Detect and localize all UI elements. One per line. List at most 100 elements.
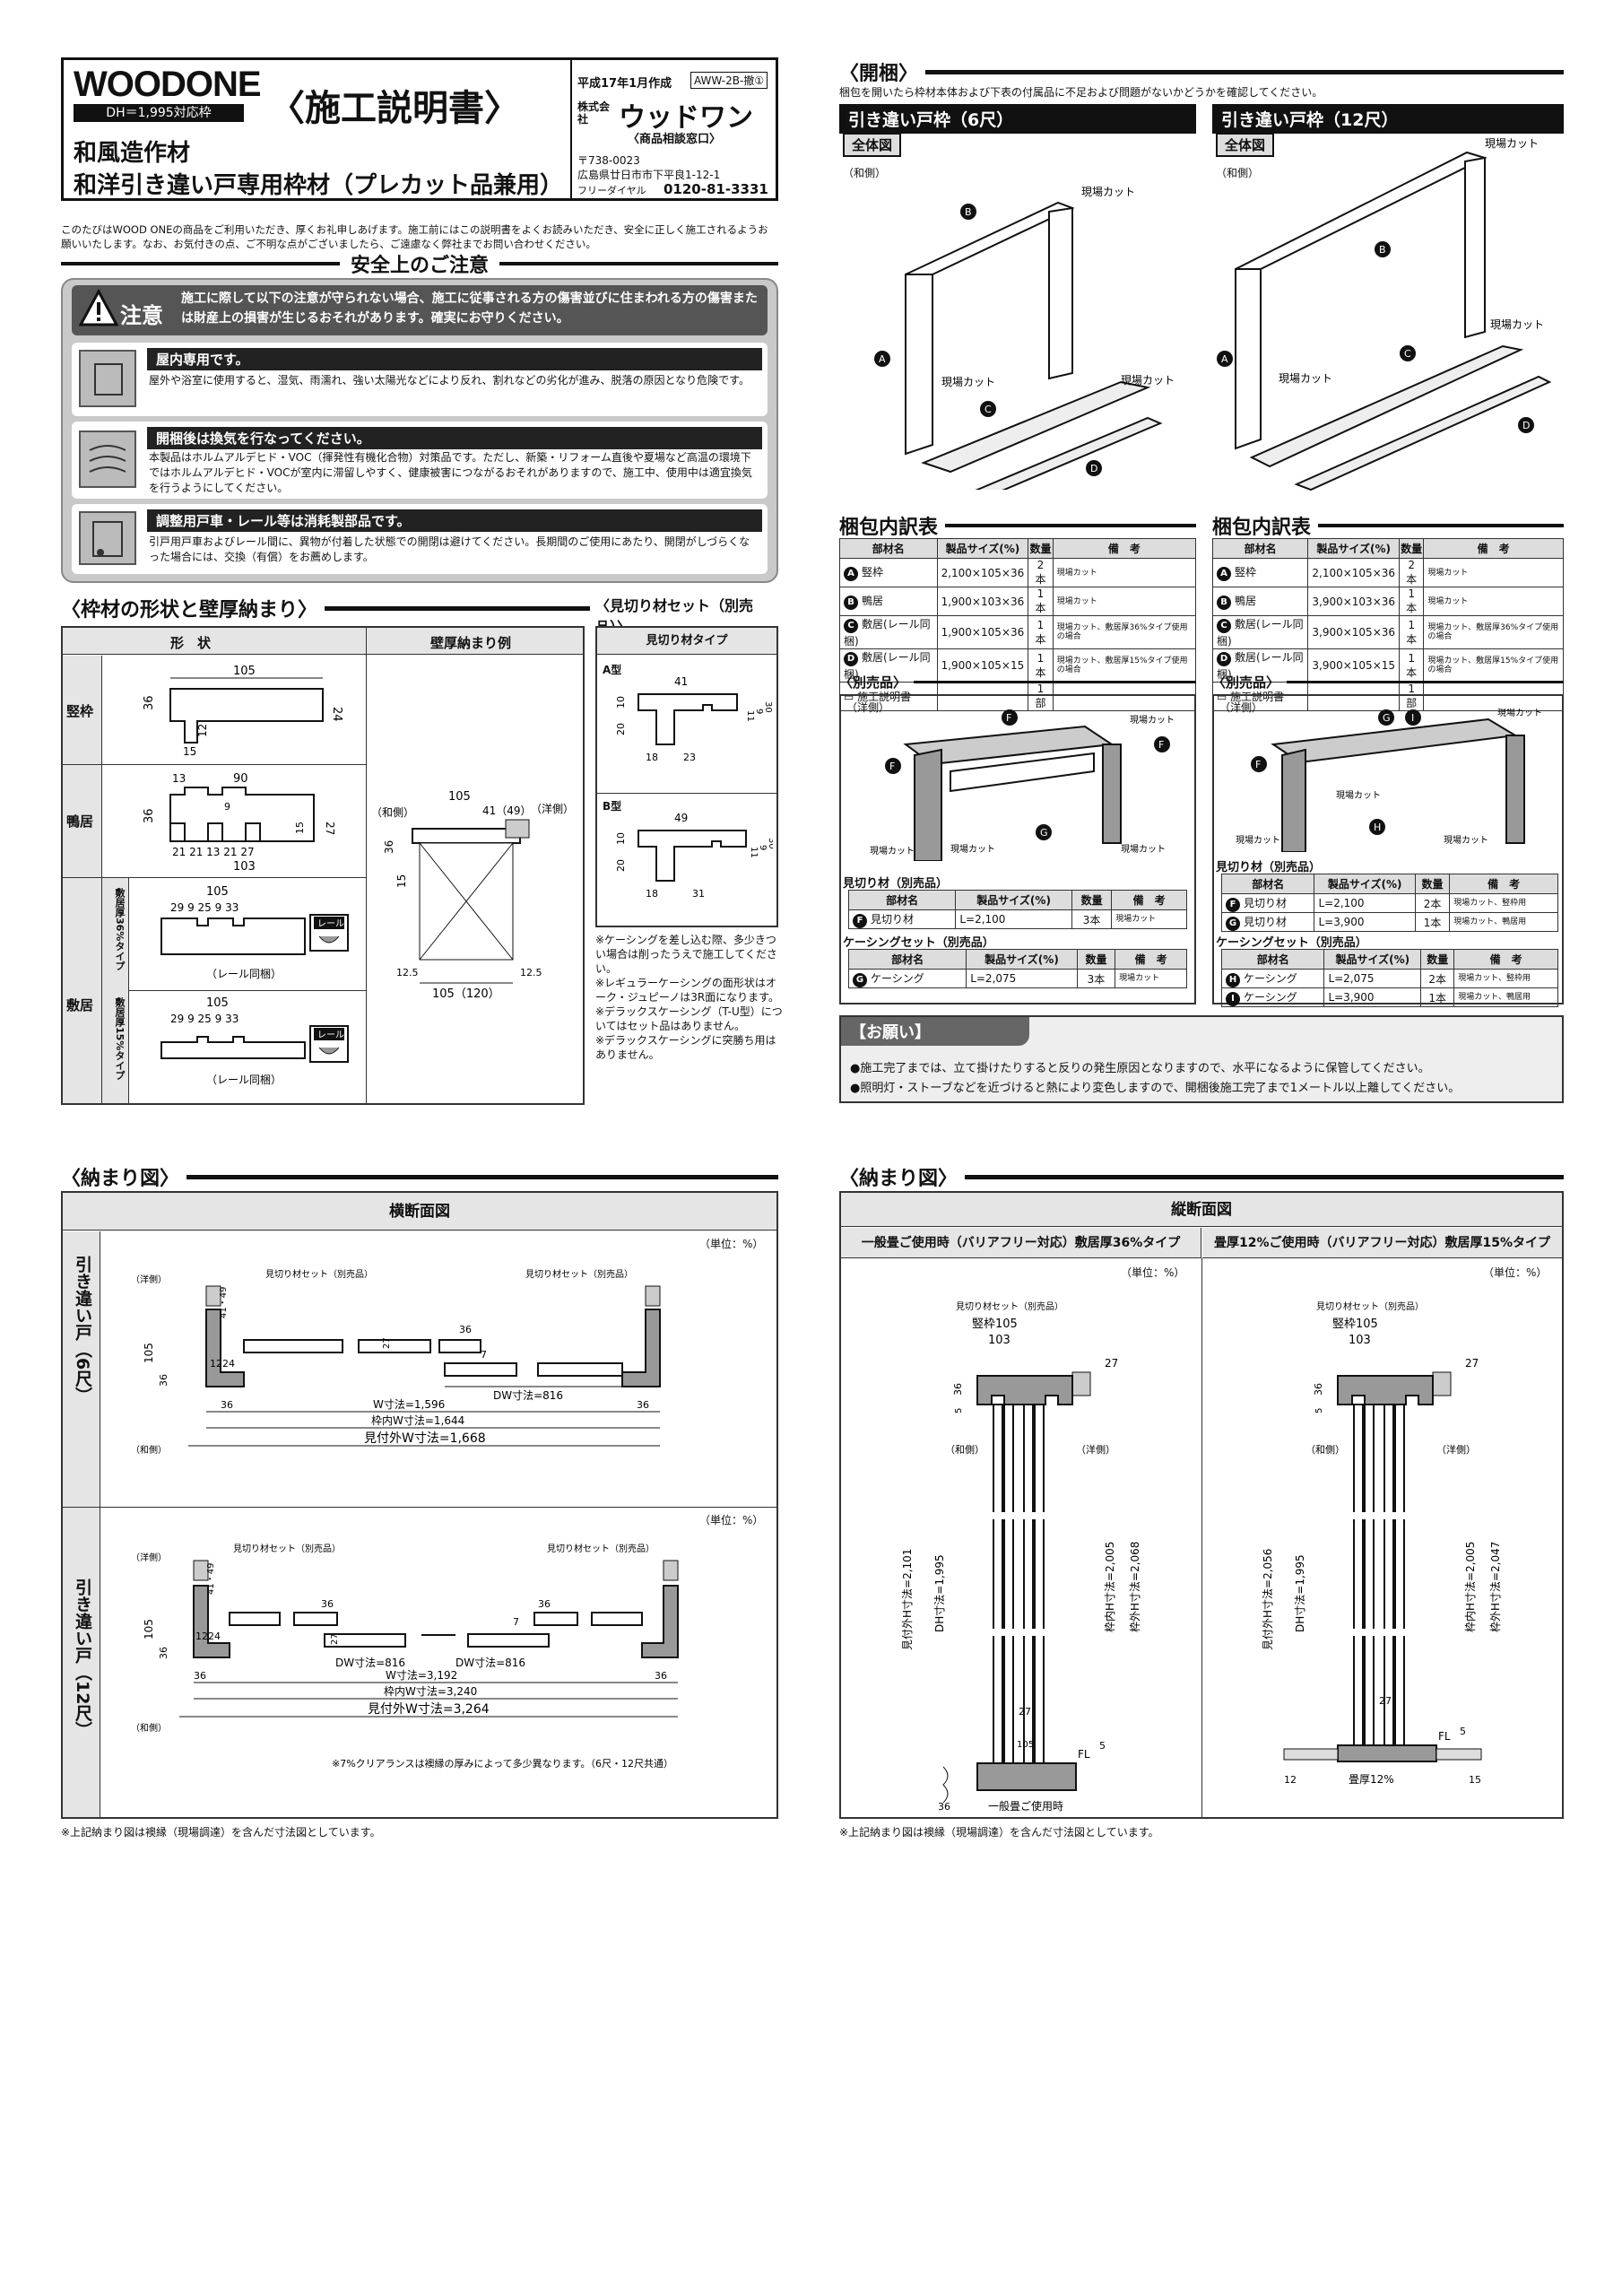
fitL12-dw1: DW寸法=816 [335,1657,405,1669]
wall-dim-105: 105 [448,790,471,804]
fitL12-36b: 36 [538,1598,551,1610]
part-letter-icon: H [1226,972,1240,987]
wall-col-head: 壁厚納まり例 [430,635,512,651]
safety-title-row: 安全上のご注意 [61,251,779,277]
pk6-header-3: 備 考 [1052,538,1197,559]
svg-text:A: A [1221,353,1228,365]
fitL12-clearance: ※7%クリアランスは襖縁の厚みによって多少異なります。（6尺・12尺共通） [332,1757,673,1770]
shape-table [61,626,585,1105]
cell: 1本 [1414,912,1451,932]
cell: 1部 [1399,682,1425,711]
fitRR-5b: 5 [1460,1726,1466,1737]
fitL12-7: 7 [513,1616,519,1628]
dim-tate-h: 36 [143,695,156,710]
fitRR-dh: DH寸法=1,995 [1294,1554,1306,1632]
fitRL-27: 27 [1105,1357,1118,1370]
cell: 3,900×105×15 [1307,648,1401,683]
dim-kamoi-36: 36 [143,808,156,823]
cell: 2本 [1399,558,1425,587]
sep6-cut-2: 現場カット [870,845,915,857]
mb-30: 30 [767,838,773,849]
fitL6-w: W寸法=1,596 [373,1398,445,1411]
fitRL-inner: 枠内H寸法=2,005 [1104,1542,1116,1632]
pk12-header-2: 数量 [1399,538,1425,559]
cell: 現場カット [1052,587,1197,616]
svg-text:F: F [1255,759,1261,770]
part-name: ケーシング [1244,990,1297,1004]
sep6-cut-4: 現場カット [1121,843,1166,855]
fitL6-24: 24 [222,1358,235,1370]
part-name: 敷居(レール同梱) [844,651,931,681]
fitL-footnote: ※上記納まり図は襖縁（現場調達）を含んだ寸法図としています。 [61,1826,381,1839]
fitL-section: 横断面図 [63,1193,776,1231]
svg-text:C: C [984,404,992,415]
cell: 現場カット [1423,558,1564,587]
cell: 現場カット、敷居厚15%タイプ使用の場合 [1052,648,1197,683]
fitRR-103: 103 [1349,1334,1371,1347]
part-letter-icon: G [853,972,867,987]
sep12-mikiri-title: 見切り材（別売品） [1216,861,1322,874]
mikiri-type-b: B型 [603,800,622,813]
twelve-cut-2: 現場カット [1279,372,1332,385]
pk6-header-1: 製品サイズ(%) [936,538,1029,559]
fitL6-mikiri2: 見切り材セット（別売品） [525,1268,633,1280]
fitL6-36top: 36 [459,1324,472,1335]
fitL6-27: 27 [382,1337,392,1349]
mb-49: 49 [674,812,688,824]
fitRR-tate: 竪枠105 [1332,1318,1378,1331]
fitRR-mitsuke: 見付外H寸法=2,056 [1262,1549,1274,1650]
packing6-title: 梱包内訳表 [839,517,939,539]
fitL12-dw2: DW寸法=816 [455,1657,525,1669]
row-label-tate: 竪枠 [66,703,94,719]
six-overall: 全体図 [843,133,902,157]
sill-type-36: 敷居厚36%タイプ [114,888,126,971]
sill36-profile-drawing: 105 29 9 25 9 33 レール レール （レール同梱） [160,885,349,980]
sep6c-header-2: 数量 [1076,949,1116,970]
separate6-drawing: F F F G 現場カット 現場カット 現場カット 現場カット [870,709,1175,861]
fitR-footnote: ※上記納まり図は襖縁（現場調達）を含んだ寸法図としています。 [839,1826,1159,1839]
sep12m-header-2: 数量 [1414,874,1451,894]
cell: 3,900×103×36 [1307,587,1401,616]
svg-text:D: D [1090,463,1097,474]
cell: 2本 [1414,893,1451,913]
svg-text:B: B [965,206,972,218]
fitL-header: 〈納まり図〉 [61,1162,778,1191]
part-name: 見切り材 [871,912,915,926]
row-label-shiki: 敷居 [66,997,94,1013]
cell: 1本 [1028,648,1054,683]
cell: 1,900×105×36 [936,615,1029,649]
rail-badge-36-text: レール [317,919,344,929]
part-letter-icon: I [1226,991,1240,1006]
company-prefix: 株式会社 [577,100,611,126]
safety-title: 安全上のご注意 [351,255,490,277]
postal-code: 〒738-0023 [577,154,640,167]
packing12-title: 梱包内訳表 [1212,517,1312,539]
svg-text:G: G [1383,712,1391,724]
sep12-cut-1: 現場カット [1497,709,1542,718]
part-letter-icon: F [853,913,867,928]
cell: 現場カット、竪枠用 [1453,969,1558,988]
fitRR-36: 36 [1313,1383,1324,1396]
part-name: 敷居(レール同梱) [1217,651,1304,681]
row-label-kamoi: 鴨居 [66,813,94,830]
cell: L=2,100 [955,909,1072,929]
rail-label-36: （レール同梱） [206,968,282,980]
sill15-profile-drawing: 105 29 9 25 9 33 レール （レール同梱） [160,996,349,1086]
fitR-title: 〈納まり図〉 [839,1168,958,1190]
separate6-title: 〈別売品〉 [839,674,907,691]
cell: 2本 [1420,969,1455,988]
cell: 2本 [1028,558,1054,587]
fitRR-wa: （和側） [1305,1444,1345,1456]
part-letter-icon: D [1217,652,1231,666]
cell: 1本 [1420,987,1455,1007]
pk12-header-3: 備 考 [1423,538,1564,559]
fitR-section: 縦断面図 [841,1193,1562,1227]
fitRR-mikiri: 見切り材セット（別売品） [1316,1300,1424,1312]
sep12m-header-1: 製品サイズ(%) [1314,874,1416,894]
